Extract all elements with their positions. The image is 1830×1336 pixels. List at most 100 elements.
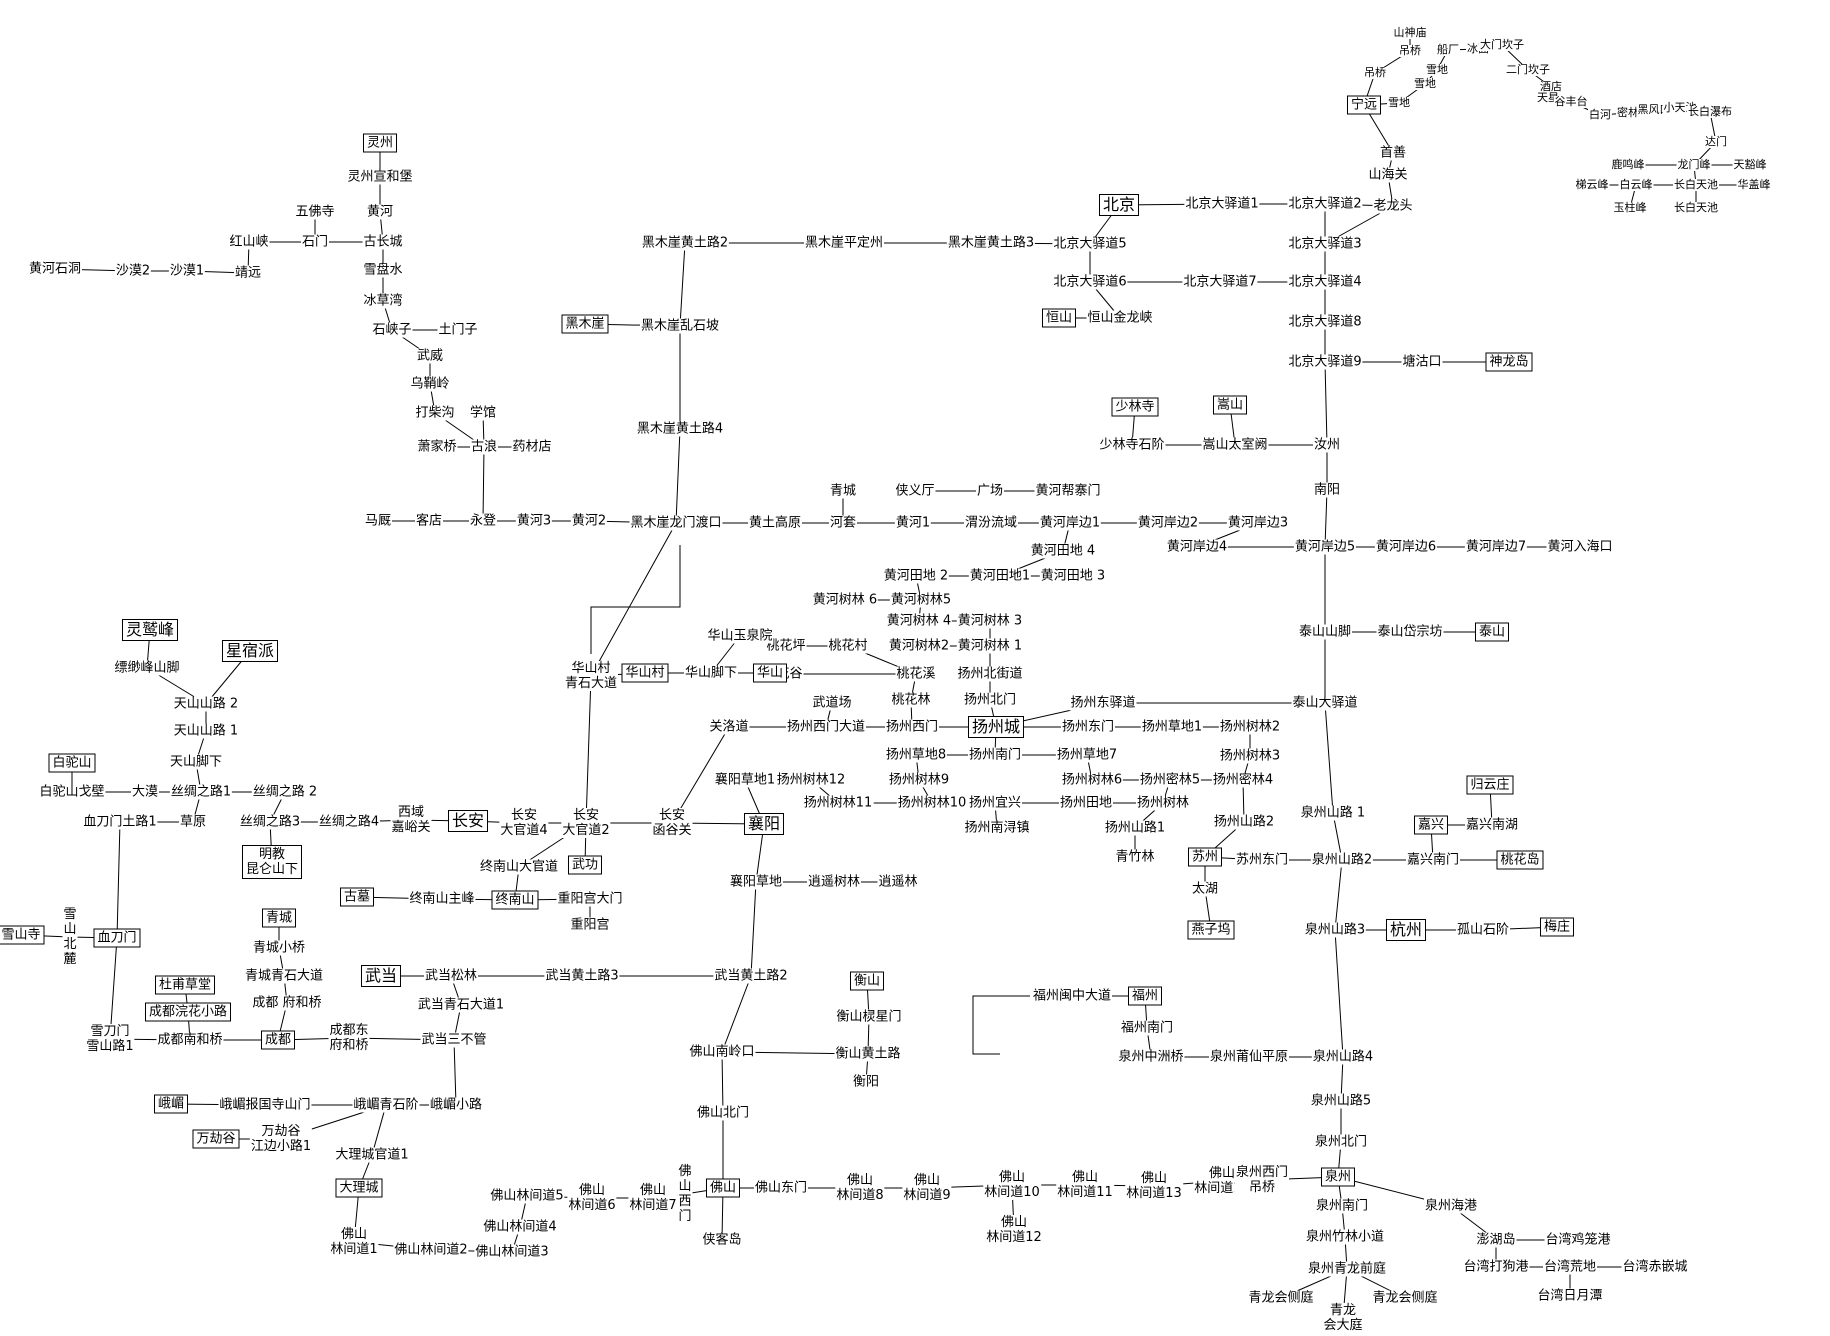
location-yz-sl11: 扬州树林11	[802, 795, 874, 811]
location-qz-haigang: 泉州海港	[1423, 1198, 1479, 1214]
location-yz-dongyi: 扬州东驿道	[1069, 695, 1137, 711]
location-hhsl1: 黄河树林 1	[956, 638, 1024, 654]
location-laolong-tou: 老龙头	[1372, 198, 1414, 214]
location-yz-sl12: 扬州树林12	[775, 772, 847, 788]
location-wugong: 武功	[567, 855, 603, 875]
location-hhab1: 黄河岸边1	[1038, 515, 1102, 531]
location-changbai: 长白瀑布	[1687, 105, 1733, 118]
location-tiyun-feng: 梯云峰	[1574, 178, 1610, 191]
location-xiangyang: 襄阳	[743, 813, 785, 835]
location-tw-jilong: 台湾鸡笼港	[1544, 1232, 1612, 1248]
route-qz_sl2-qz_sl3	[1334, 859, 1343, 931]
location-fs-ljd12: 佛山 林间道12	[985, 1215, 1043, 1245]
location-qz-putian: 泉州莆仙平原	[1208, 1049, 1290, 1065]
location-hhsl4: 黄河树林 4	[885, 613, 953, 629]
location-chongyang: 重阳宫	[569, 917, 611, 933]
location-yz-beijie: 扬州北街道	[956, 666, 1024, 682]
location-hongshan-xia: 红山峡	[228, 234, 270, 250]
location-hmy-htl4: 黑木崖黄土路4	[635, 421, 725, 437]
location-yz-shulin: 扬州树林	[1135, 795, 1191, 811]
location-hengshan-lingxing: 衡山棂星门	[835, 1009, 903, 1025]
route-xuedaomen_tl1-xuedaomen	[116, 821, 121, 939]
location-hhab7: 黄河岸边7	[1464, 539, 1528, 555]
location-diaoqiao1: 吊桥	[1398, 44, 1422, 57]
location-taihua-ping: 桃花坪	[765, 638, 807, 654]
location-taishan: 泰山	[1474, 622, 1510, 642]
location-yz-shanlu1: 扬州山路1	[1103, 820, 1167, 836]
location-shixiazi: 石峡子	[371, 322, 413, 338]
location-qz-sl5: 泉州山路5	[1309, 1093, 1373, 1109]
location-qz-sl2: 泉州山路2	[1310, 852, 1374, 868]
location-songshan: 嵩山	[1212, 395, 1248, 415]
location-tw-huangdi: 台湾荒地	[1542, 1259, 1598, 1275]
location-taohua-cun: 桃花村	[827, 638, 869, 654]
location-fuzhou: 福州	[1127, 986, 1163, 1006]
location-tianhao-feng: 天豁峰	[1732, 158, 1768, 171]
location-jingyuan: 靖远	[233, 265, 263, 281]
location-guanluo-dao: 关洛道	[708, 719, 750, 735]
location-fz-minzhong: 福州闽中大道	[1031, 988, 1113, 1004]
location-fs-ljd6: 佛山 林间道6	[567, 1183, 617, 1213]
location-fs-ljd9: 佛山 林间道9	[902, 1173, 952, 1203]
route-elbow-1	[590, 545, 681, 654]
location-xueguan: 学馆	[468, 405, 498, 421]
location-yz-sl10: 扬州树林10	[896, 795, 968, 811]
location-emei-baoguo: 峨嵋报国寺山门	[218, 1097, 312, 1113]
location-taohua-xi: 桃花溪	[895, 666, 937, 682]
location-sczl1: 丝绸之路1	[169, 784, 233, 800]
location-huangtu-gaoyuan: 黄土高原	[747, 515, 803, 531]
location-bj-yd3: 北京大驿道3	[1287, 236, 1363, 252]
location-guangchang: 广场	[975, 483, 1005, 499]
location-shaolin-si: 少林寺	[1111, 397, 1159, 417]
location-shaolin-shijie: 少林寺石阶	[1098, 437, 1166, 453]
location-qing-zhulin: 青竹林	[1114, 849, 1156, 865]
location-hetao: 河套	[828, 515, 858, 531]
location-sczl3: 丝绸之路3	[238, 814, 302, 830]
location-fs-ljd1: 佛山 林间道1	[329, 1227, 379, 1257]
location-yz-dongmen: 扬州东门	[1060, 719, 1116, 735]
location-huanghe1: 黄河1	[894, 515, 932, 531]
route-elbow-0	[972, 995, 1030, 1055]
location-wudang-htl3: 武当黄土路3	[544, 968, 620, 984]
location-qz-sl1: 泉州山路 1	[1299, 805, 1367, 821]
location-wudang-htl2: 武当黄土路2	[713, 968, 789, 984]
location-luming-feng: 鹿鸣峰	[1610, 158, 1646, 171]
location-xingsu-pai: 星宿派	[221, 640, 279, 662]
location-yz-ml4: 扬州密林4	[1211, 772, 1275, 788]
route-emei_qingshi-dali_gd1	[371, 1104, 387, 1156]
location-qingcheng-n: 青城	[828, 483, 858, 499]
location-yz-shanlu2: 扬州山路2	[1212, 814, 1276, 830]
location-taohua-lin: 桃花林	[890, 692, 932, 708]
location-songshan-taishi: 嵩山太室阙	[1201, 437, 1269, 453]
location-maozhu: 密林	[1616, 106, 1640, 119]
location-quanzhou: 泉州	[1320, 1167, 1356, 1187]
location-yaocai-dian: 药材店	[511, 439, 553, 455]
location-taishan-yidao: 泰山大驿道	[1291, 695, 1359, 711]
route-wudang_sanbuguan-emei_xiaolu	[453, 1039, 457, 1106]
location-bj-yd7: 北京大驿道7	[1182, 274, 1258, 290]
location-xuepan-shui: 雪盘水	[362, 262, 404, 278]
location-huanghe-n: 黄河	[365, 204, 395, 220]
location-majiu: 马厩	[363, 513, 393, 529]
location-yangzhou: 扬州城	[967, 716, 1025, 738]
location-changan-dgd4: 长安 大官道4	[499, 808, 549, 838]
location-diaoqiao2: 吊桥	[1363, 66, 1387, 79]
location-tumenzi: 土门子	[437, 322, 479, 338]
location-hhab4: 黄河岸边4	[1165, 539, 1229, 555]
location-xuedaomen-tl1: 血刀门土路1	[82, 814, 158, 830]
location-xiaojia-qiao: 萧家桥	[416, 439, 458, 455]
location-dachaigou: 打柴沟	[414, 405, 456, 421]
location-guiyun: 归云庄	[1466, 775, 1514, 795]
location-dali-gd1: 大理城官道1	[334, 1147, 410, 1163]
location-huashan-jiao: 华山脚下	[683, 665, 739, 681]
location-hhab3: 黄河岸边3	[1226, 515, 1290, 531]
location-bingcao-wan: 冰草湾	[362, 293, 404, 309]
location-shanshen-miao: 山神庙	[1392, 26, 1428, 39]
location-hhsl3: 黄河树林 3	[956, 613, 1024, 629]
location-chengdu-huanhua: 成都浣花小路	[144, 1002, 232, 1022]
location-dufu-caotang: 杜甫草堂	[154, 975, 216, 995]
location-yz-ximen-dadao: 扬州西门大道	[785, 719, 867, 735]
location-jiaxing: 嘉兴	[1413, 815, 1449, 835]
location-hhsl2: 黄河树林2	[887, 638, 951, 654]
location-shanhai-guan: 山海关	[1367, 167, 1409, 183]
